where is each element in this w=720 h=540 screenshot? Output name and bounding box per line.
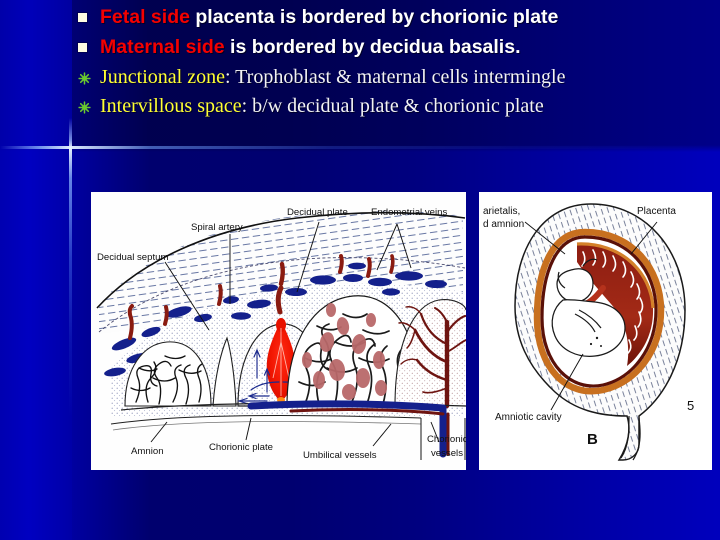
label-parietalis-line2: d amnion xyxy=(483,219,524,230)
bullet-text-4: Intervillous space: b/w decidual plate &… xyxy=(100,93,710,120)
label-chorionic-vessels-1: Chorionic xyxy=(427,434,466,445)
label-chorionic-plate: Chorionic plate xyxy=(209,442,273,453)
label-spiral-artery: Spiral artery xyxy=(191,222,243,233)
bullet-rest-4: : b/w decidual plate & chorionic plate xyxy=(241,95,544,117)
label-chorionic-vessels-2: vessels xyxy=(431,448,463,459)
bullet-highlight-3: Junctional zone xyxy=(100,66,225,88)
bullet-text-2: Maternal side is bordered by decidua bas… xyxy=(100,34,710,61)
label-endometrial-veins: Endometrial veins xyxy=(371,207,447,218)
label-parietalis-line1: arietalis, xyxy=(483,206,520,217)
bullet-item-4: Intervillous space: b/w decidual plate &… xyxy=(78,93,710,120)
label-panel-b: B xyxy=(587,431,598,448)
bullet-highlight-4: Intervillous space xyxy=(100,95,242,117)
label-decidual-plate: Decidual plate xyxy=(287,207,348,218)
label-decidual-septum: Decidual septum xyxy=(97,252,168,263)
page-mark: 5 xyxy=(687,398,694,413)
bullet-list: Fetal side placenta is bordered by chori… xyxy=(78,4,710,122)
bullet-rest-3: : Trophoblast & maternal cells interming… xyxy=(224,66,566,88)
bullet-highlight-1: Fetal side xyxy=(100,6,190,28)
label-amnion: Amnion xyxy=(131,446,164,457)
horizontal-accent-line xyxy=(0,146,720,149)
bullet-text-1: Fetal side placenta is bordered by chori… xyxy=(100,4,710,31)
bullet-item-1: Fetal side placenta is bordered by chori… xyxy=(78,4,710,31)
left-color-band xyxy=(0,0,72,540)
bullet-rest-2: is bordered by decidua basalis. xyxy=(224,36,521,58)
square-bullet-icon xyxy=(78,4,100,30)
bullet-rest-1: placenta is bordered by chorionic plate xyxy=(189,6,559,28)
bullet-highlight-2: Maternal side xyxy=(100,36,225,58)
label-umbilical-vessels: Umbilical vessels xyxy=(303,450,377,461)
bullet-text-3: Junctional zone: Trophoblast & maternal … xyxy=(100,64,710,91)
star-bullet-icon xyxy=(78,93,100,120)
square-bullet-icon xyxy=(78,34,100,60)
star-bullet-icon xyxy=(78,64,100,91)
label-placenta: Placenta xyxy=(637,206,676,217)
vertical-accent-line xyxy=(69,118,72,418)
label-amniotic-cavity: Amniotic cavity xyxy=(495,412,562,423)
figure-placenta-cross-section: Decidual septum Spiral artery Decidual p… xyxy=(91,192,466,470)
figure-uterus-fetus: 5 arietalis, d amnion Placenta Amniotic … xyxy=(479,192,712,470)
bullet-item-2: Maternal side is bordered by decidua bas… xyxy=(78,34,710,61)
bullet-item-3: Junctional zone: Trophoblast & maternal … xyxy=(78,64,710,91)
